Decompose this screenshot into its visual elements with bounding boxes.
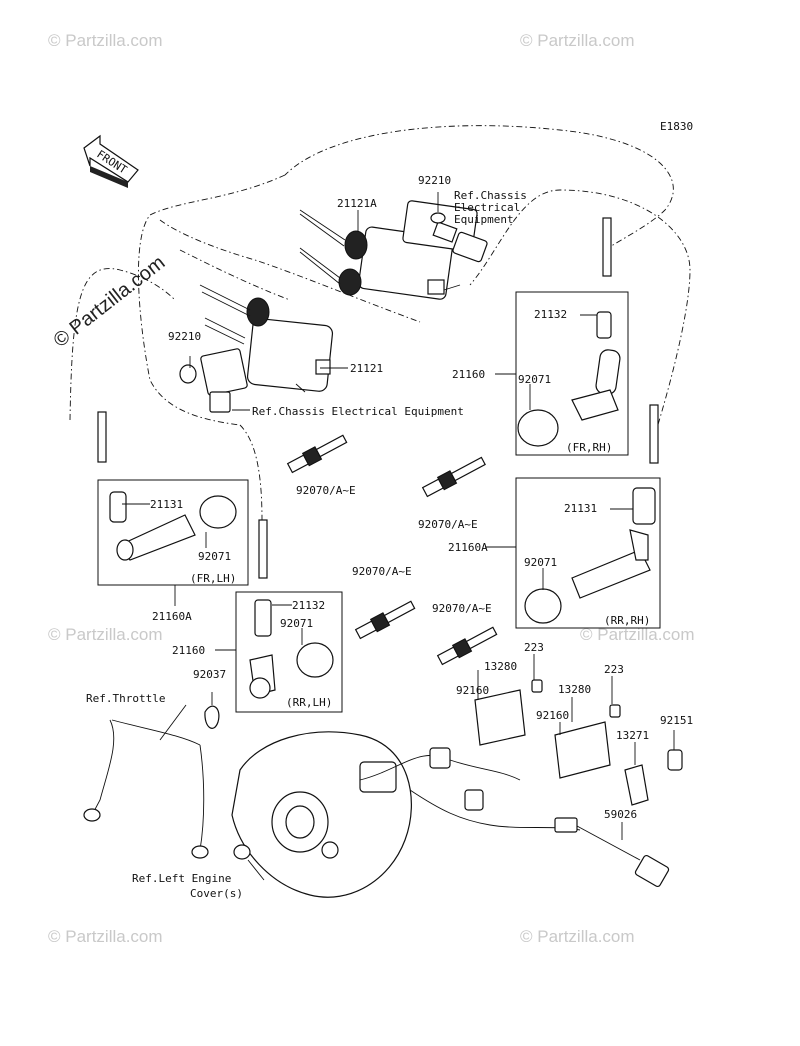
label-13280: 13280 xyxy=(558,683,591,696)
label-fr-lh: (FR,LH) xyxy=(190,572,236,585)
mounting-brackets xyxy=(474,679,683,806)
label-fr-rh: (FR,RH) xyxy=(566,441,612,454)
label-223: 223 xyxy=(524,641,544,654)
watermark: © Partzilla.com xyxy=(520,31,635,50)
engine-cover xyxy=(231,731,412,898)
spark-plug-icon xyxy=(286,434,498,666)
watermark-main: © Partzilla.com xyxy=(50,252,170,352)
leader-lines xyxy=(122,192,675,881)
label-21160a: 21160A xyxy=(448,541,488,554)
watermark: © Partzilla.com xyxy=(520,927,635,946)
throttle-cable xyxy=(83,705,220,859)
label-92037: 92037 xyxy=(193,668,226,681)
label-ref-engine-cover: Cover(s) xyxy=(190,887,243,900)
label-59026: 59026 xyxy=(604,808,637,821)
label-21131: 21131 xyxy=(564,502,597,515)
label-21131: 21131 xyxy=(150,498,183,511)
label-92160: 92160 xyxy=(456,684,489,697)
label-21132: 21132 xyxy=(534,308,567,321)
watermark: © Partzilla.com xyxy=(48,927,163,946)
label-ref-chassis: Ref.Chassis Electrical Equipment xyxy=(252,405,464,418)
label-rr-rh: (RR,RH) xyxy=(604,614,650,627)
label-13280: 13280 xyxy=(484,660,517,673)
front-arrow-icon: FRONT xyxy=(83,134,139,188)
label-21160: 21160 xyxy=(172,644,205,657)
watermark: © Partzilla.com xyxy=(48,625,163,644)
plug-cap-rr-lh xyxy=(249,599,334,699)
label-92071: 92071 xyxy=(518,373,551,386)
detail-box-fr-lh xyxy=(97,479,249,586)
label-21160a: 21160A xyxy=(152,610,192,623)
label-ref-chassis: Ref.Chassis xyxy=(454,189,527,202)
ignition-coil-21121a xyxy=(299,200,478,300)
plug-wires xyxy=(97,217,659,579)
label-92070: 92070/A~E xyxy=(418,518,478,531)
detail-box-rr-rh xyxy=(515,477,661,629)
ignition-coil-21121 xyxy=(179,284,334,413)
label-ref-chassis: Electrical xyxy=(454,201,520,214)
label-92210: 92210 xyxy=(418,174,451,187)
watermark: © Partzilla.com xyxy=(580,625,695,644)
label-92210: 92210 xyxy=(168,330,201,343)
pickup-harness xyxy=(359,747,670,888)
diagram-code: E1830 xyxy=(660,120,693,133)
watermark: © Partzilla.com xyxy=(48,31,163,50)
detail-box-fr-rh xyxy=(515,291,629,456)
label-ref-throttle: Ref.Throttle xyxy=(86,692,165,705)
label-21160: 21160 xyxy=(452,368,485,381)
label-92160: 92160 xyxy=(536,709,569,722)
label-92071: 92071 xyxy=(524,556,557,569)
label-223: 223 xyxy=(604,663,624,676)
plug-cap-fr-rh xyxy=(517,311,621,447)
label-21121: 21121 xyxy=(350,362,383,375)
coil-connector xyxy=(430,212,488,263)
detail-box-rr-lh xyxy=(235,591,343,713)
part-labels: 92210 21121A Ref.Chassis Electrical Equi… xyxy=(86,174,693,900)
label-92071: 92071 xyxy=(280,617,313,630)
label-92070: 92070/A~E xyxy=(296,484,356,497)
label-ref-chassis: Equipment xyxy=(454,213,514,226)
label-13271: 13271 xyxy=(616,729,649,742)
plug-cap-fr-lh xyxy=(109,491,237,561)
label-92071: 92071 xyxy=(198,550,231,563)
harness-outline xyxy=(69,125,691,521)
label-92070: 92070/A~E xyxy=(432,602,492,615)
label-rr-lh: (RR,LH) xyxy=(286,696,332,709)
label-21121a: 21121A xyxy=(337,197,377,210)
label-92151: 92151 xyxy=(660,714,693,727)
plug-cap-rr-rh xyxy=(524,487,656,624)
label-ref-engine-cover: Ref.Left Engine xyxy=(132,872,231,885)
label-21132: 21132 xyxy=(292,599,325,612)
label-92070: 92070/A~E xyxy=(352,565,412,578)
